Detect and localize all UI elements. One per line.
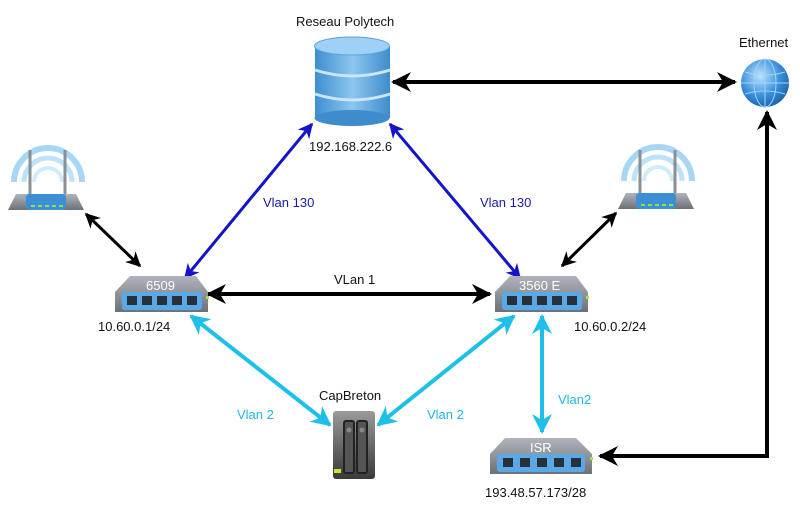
switch-icon [495, 276, 589, 312]
node-isr[interactable]: ISR 193.48.57.173/28 [485, 438, 593, 500]
isr-label: ISR [530, 440, 552, 455]
isr-ip: 193.48.57.173/28 [485, 485, 586, 500]
label-vlan2-left: Vlan 2 [237, 407, 274, 422]
node-ap-left[interactable] [8, 145, 85, 210]
reseau-title: Reseau Polytech [296, 14, 394, 29]
wireless-router-icon [8, 145, 85, 210]
switch-icon [115, 276, 209, 312]
node-switch-3560e[interactable]: 3560 E 10.60.0.2/24 [495, 276, 646, 334]
switch-3560e-ip: 10.60.0.2/24 [574, 319, 646, 334]
label-vlan130-left: Vlan 130 [263, 195, 314, 210]
switch-3560e-label: 3560 E [519, 278, 561, 293]
link-vlan130-left [183, 122, 314, 280]
switch-6509-label: 6509 [146, 278, 175, 293]
node-ethernet[interactable]: Ethernet [739, 35, 789, 108]
link-vlan130-right [388, 122, 522, 280]
link-ap-left-6509 [84, 212, 142, 268]
database-icon [314, 36, 391, 126]
label-vlan2-isr: Vlan2 [558, 392, 591, 407]
label-vlan2-right: Vlan 2 [427, 407, 464, 422]
switch-6509-ip: 10.60.0.1/24 [98, 319, 170, 334]
node-capbreton[interactable]: CapBreton [319, 388, 381, 479]
link-vlan2-left [189, 314, 332, 427]
ethernet-title: Ethernet [739, 35, 789, 50]
label-vlan1: VLan 1 [334, 272, 375, 287]
nas-server-icon [333, 411, 375, 479]
wireless-router-icon [618, 144, 695, 209]
router-icon [490, 438, 593, 474]
link-ap-right-3560 [560, 211, 618, 268]
node-switch-6509[interactable]: 6509 10.60.0.1/24 [98, 276, 209, 334]
capbreton-title: CapBreton [319, 388, 381, 403]
link-ethernet-isr [598, 110, 777, 466]
link-vlan2-right [376, 314, 516, 427]
node-ap-right[interactable] [618, 144, 695, 209]
globe-icon [741, 58, 789, 108]
reseau-ip: 192.168.222.6 [309, 139, 392, 154]
label-vlan130-right: Vlan 130 [480, 195, 531, 210]
node-reseau-polytech[interactable]: Reseau Polytech 192.168.222.6 [296, 14, 394, 154]
